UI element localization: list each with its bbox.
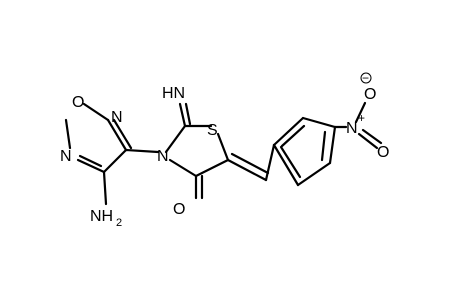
bond-ar-4 [296,161,332,187]
bond-ch-ring [264,143,276,182]
bond-n-lower-o [64,118,72,150]
atom-o-nitro-top: O [364,86,376,103]
bond-n-o-top [354,101,367,124]
bond-ar-3 [328,125,337,165]
benzene-ring [272,116,337,187]
bond-o-n-upper [82,102,110,122]
bond-c4-nh2 [102,170,108,206]
bond-c4-n [168,158,198,178]
bond-s-c5 [216,132,230,162]
bond-c3-ring-n [124,148,160,154]
bond-c5-ch-double [230,152,270,175]
bond-c5-c4 [194,158,230,178]
atom-n-furazan-lower: N [60,148,72,165]
atom-o-nitro-right: O [377,144,389,161]
bond-c5-ch [226,158,268,182]
atom-s: S [207,122,218,139]
bond-n-c2 [164,124,187,154]
atom-nh2-subscript: 2 [116,217,122,229]
thiazolidinone-ring [164,124,230,178]
bond-ar-inner-1 [280,124,306,148]
minus-charge-ring [360,72,372,84]
bond-n-o-right-double [361,128,383,145]
bond-ar-inner-3 [279,145,302,179]
charge-minus: − [362,71,369,85]
bond-n-c3-double [112,118,133,150]
bond-c2-imine-double [184,102,192,126]
bond-c4-n-lower-double [78,154,103,168]
atom-o-furazan: O [72,94,84,111]
atom-n-thiazolidine: N [157,148,169,165]
bond-ar-inner-2 [320,130,327,162]
bond-n-o-right [357,132,379,150]
bond-c2-imine [178,102,187,128]
bond-ar-5 [272,143,300,187]
bond-c4-n-lower [76,158,106,174]
atom-n-nitro: N [346,120,358,137]
atom-imine: HN [162,85,185,102]
atom-o-carbonyl: O [173,201,185,218]
bond-ar-2 [301,116,337,129]
bond-n-c3 [106,118,128,152]
atom-nh2: NH [90,208,113,225]
charge-plus: + [358,111,365,125]
bond-c3-c4 [102,148,128,174]
bond-ar-1 [272,116,305,147]
furazan-ring [64,102,133,174]
atom-n-furazan-upper: N [111,109,123,126]
